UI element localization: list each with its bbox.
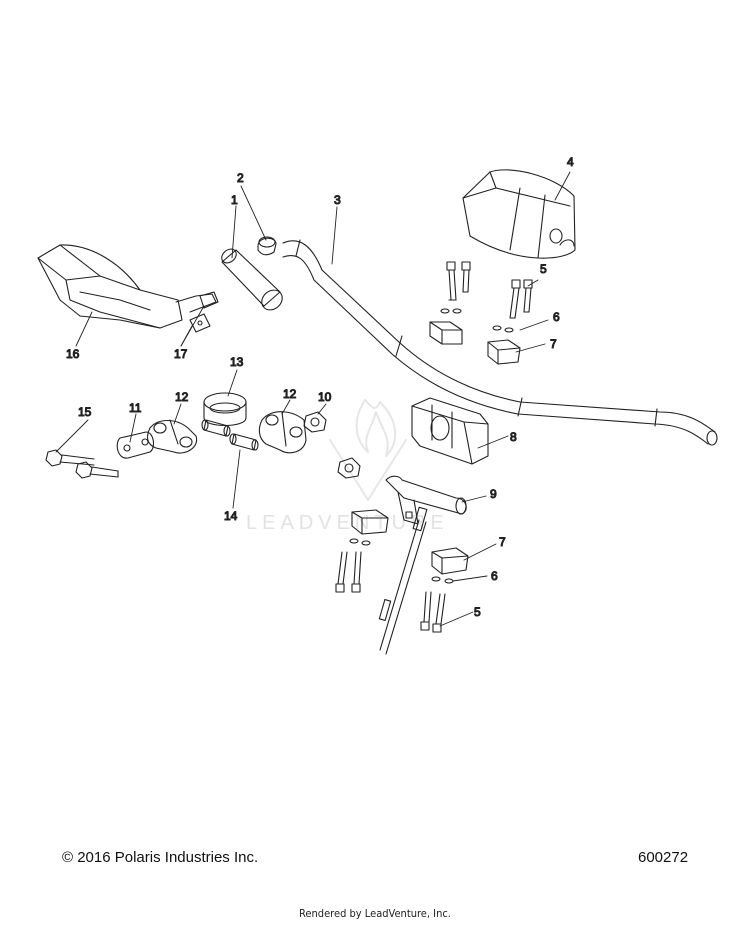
callout-1: 1 [231, 193, 238, 207]
document-number: 600272 [638, 849, 689, 866]
callout-7-lower: 7 [499, 535, 506, 549]
bar-mount-part-8 [411, 397, 489, 465]
rendered-by-credit: Rendered by LeadVenture, Inc. [299, 907, 451, 920]
callout-12-left: 12 [175, 390, 189, 404]
callout-17: 17 [174, 347, 188, 361]
clamps-part-7-lower [351, 509, 469, 575]
steering-tube-part-9 [378, 475, 467, 655]
clamp-part-12-left [146, 419, 198, 454]
callout-6-upper: 6 [553, 310, 560, 324]
plate-part-11 [116, 431, 155, 459]
callout-5-lower: 5 [474, 605, 481, 619]
handlebar-part-3 [282, 239, 718, 446]
callout-7-upper: 7 [550, 337, 557, 351]
callout-6-lower: 6 [491, 569, 498, 583]
grip-part-1 [221, 248, 283, 311]
callout-15: 15 [78, 405, 92, 419]
sleeves-part-14 [201, 419, 259, 451]
callout-leaders [55, 171, 571, 627]
hand-guard-part-16 [37, 244, 217, 329]
callout-11: 11 [129, 401, 142, 415]
callout-3: 3 [334, 193, 341, 207]
copyright-notice: © 2016 Polaris Industries Inc. [62, 849, 259, 866]
callout-14: 14 [224, 509, 238, 523]
clamps-part-7-upper [429, 321, 521, 365]
callout-12-right: 12 [283, 387, 297, 401]
handlebar-pad-part-4 [462, 169, 576, 259]
nuts-part-10 [303, 411, 361, 479]
bolts-part-5-upper [446, 261, 533, 319]
watermark-text: LEADVENTURE [246, 512, 449, 534]
callout-10: 10 [318, 390, 332, 404]
bolts-part-5-lower [335, 551, 446, 633]
guard-clamps-part-17 [189, 291, 219, 333]
watermark-logo [329, 399, 407, 501]
callout-4: 4 [567, 155, 574, 169]
clamp-part-12-right [258, 411, 307, 454]
callout-13: 13 [230, 355, 244, 369]
washers-part-6-upper [440, 308, 514, 333]
callout-5-upper: 5 [540, 262, 547, 276]
bolts-part-15 [45, 449, 119, 479]
washers-part-6-lower [349, 538, 454, 584]
callout-9: 9 [490, 487, 497, 501]
callout-8: 8 [510, 430, 517, 444]
callout-2: 2 [237, 171, 244, 185]
bar-end-part-2 [257, 236, 277, 256]
callout-16: 16 [66, 347, 80, 361]
